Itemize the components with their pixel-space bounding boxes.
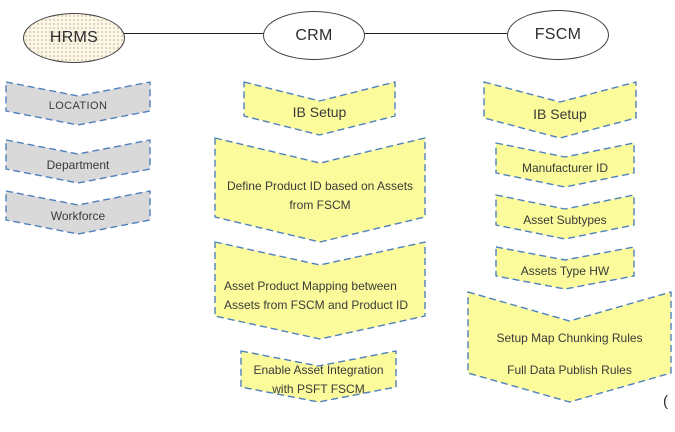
node-fscm-label: FSCM xyxy=(534,26,582,43)
step-label: IB Setup xyxy=(292,104,347,121)
step-fscm-chunking-publish-rules: Setup Map Chunking Rules Full Data Publi… xyxy=(467,291,672,403)
node-hrms: HRMS xyxy=(23,13,125,63)
step-hrms-department: Department xyxy=(5,139,151,184)
node-fscm: FSCM xyxy=(507,10,609,60)
step-label: Department xyxy=(46,157,110,172)
step-crm-ib-setup: IB Setup xyxy=(243,81,396,136)
step-label: Enable Asset Integration with PSFT FSCM xyxy=(253,363,384,396)
step-fscm-assets-type-hw: Assets Type HW xyxy=(495,246,635,290)
step-crm-define-product-id: Define Product ID based on Assets from F… xyxy=(214,137,426,243)
step-label: LOCATION xyxy=(48,100,108,113)
step-line-2: Full Data Publish Rules xyxy=(507,362,632,377)
step-line-1: Setup Map Chunking Rules xyxy=(496,330,643,345)
step-label: Asset Subtypes xyxy=(523,213,607,228)
node-crm: CRM xyxy=(263,11,365,60)
step-label: Asset Product Mapping between Assets fro… xyxy=(224,279,409,312)
step-label: IB Setup xyxy=(533,105,587,122)
stray-mark: ( xyxy=(663,393,668,410)
step-label: Setup Map Chunking Rules Full Data Publi… xyxy=(467,291,672,403)
step-crm-enable-asset-integration: Enable Asset Integration with PSFT FSCM xyxy=(240,350,397,403)
step-label: Workforce xyxy=(50,208,106,223)
step-hrms-workforce: Workforce xyxy=(5,190,151,235)
step-fscm-manufacturer-id: Manufacturer ID xyxy=(495,142,635,188)
step-label: Define Product ID based on Assets from F… xyxy=(226,179,414,212)
node-crm-label: CRM xyxy=(295,26,333,44)
step-crm-asset-product-mapping: Asset Product Mapping between Assets fro… xyxy=(214,241,426,340)
step-label: Manufacturer ID xyxy=(521,161,609,176)
step-fscm-asset-subtypes: Asset Subtypes xyxy=(495,194,635,240)
step-label: Assets Type HW xyxy=(520,263,610,278)
node-hrms-label: HRMS xyxy=(49,29,99,46)
step-fscm-ib-setup: IB Setup xyxy=(483,81,637,139)
step-hrms-location: LOCATION xyxy=(5,81,151,126)
